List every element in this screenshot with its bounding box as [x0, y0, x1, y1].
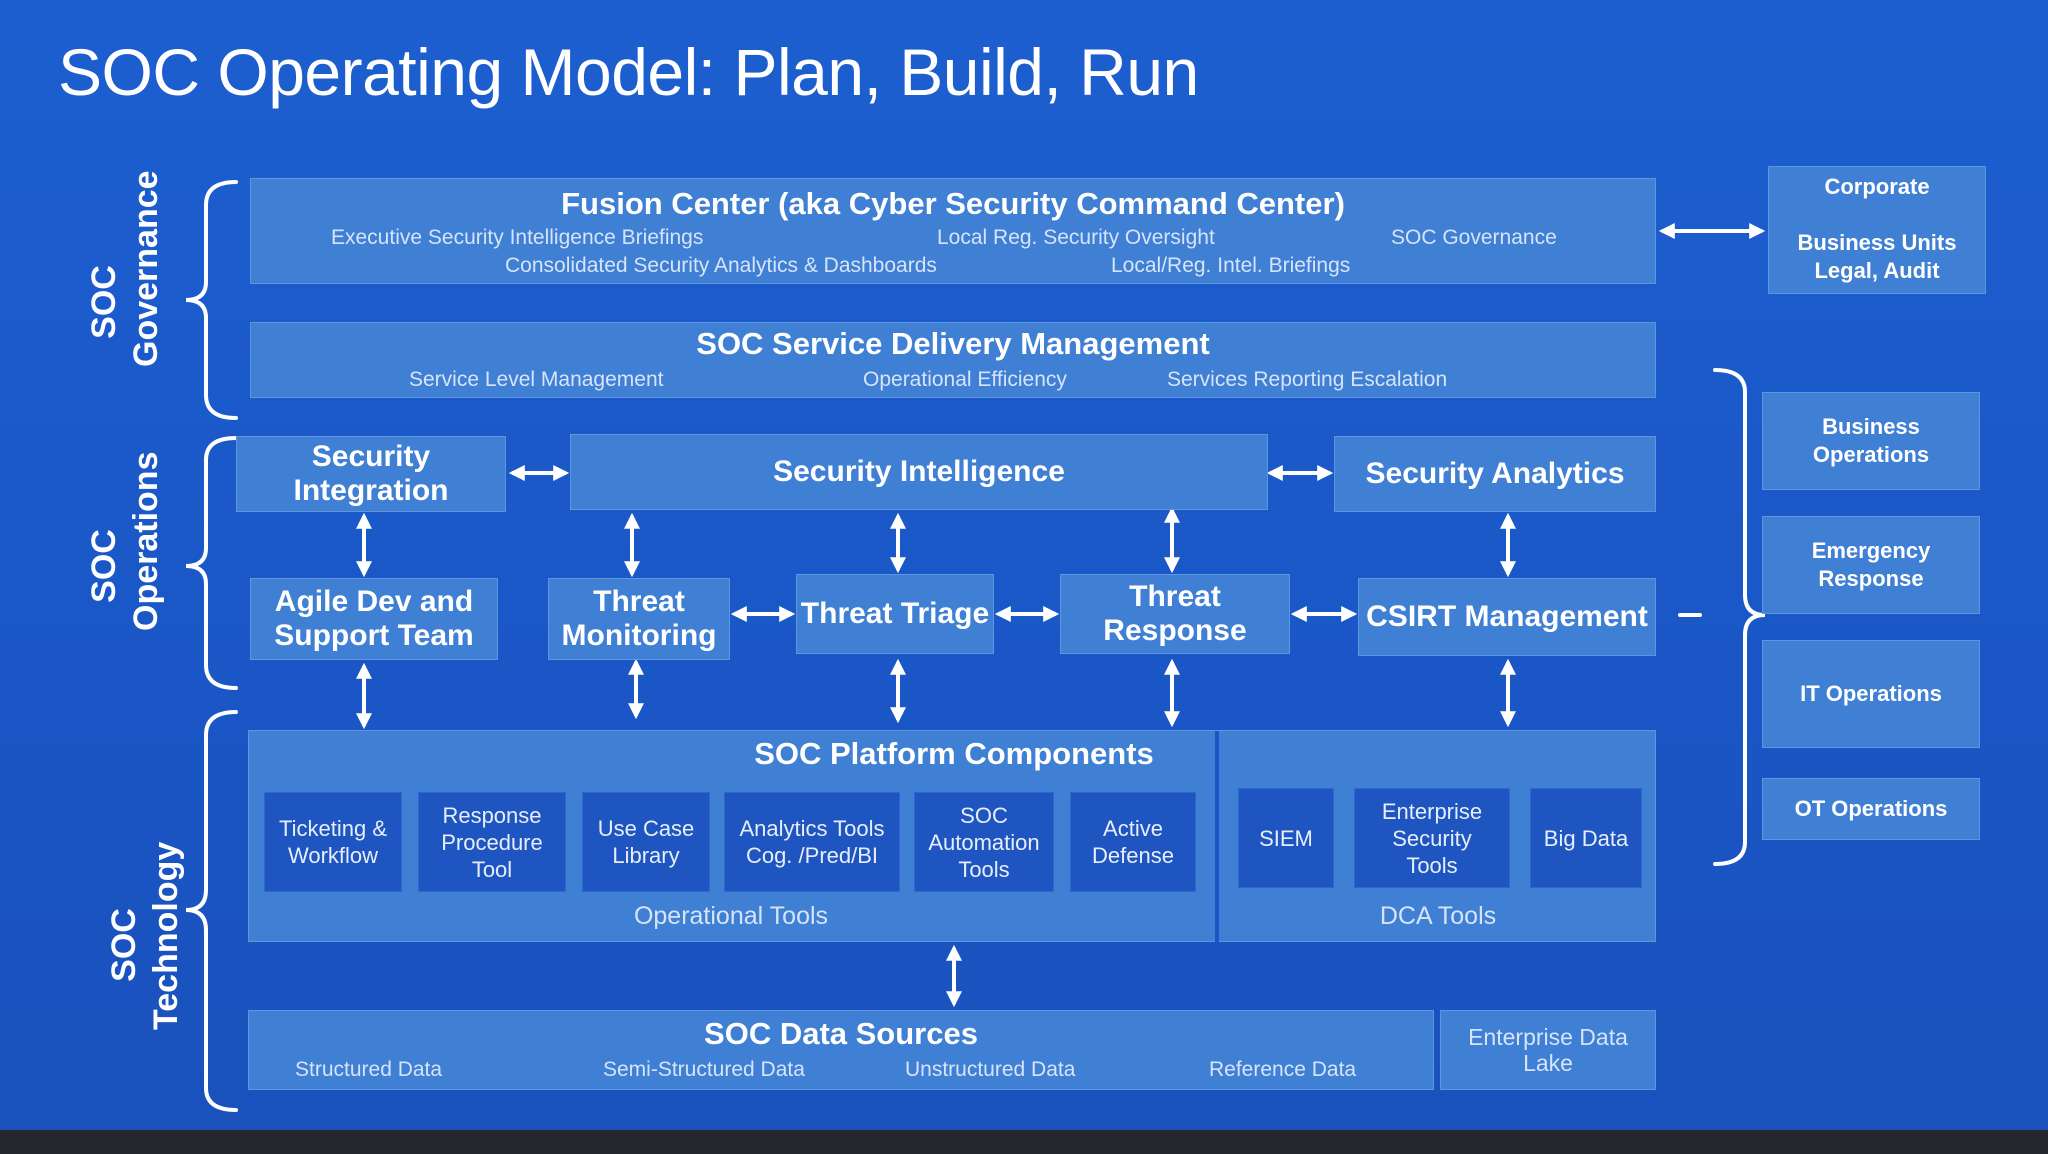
data-sources-box: SOC Data Sources Structured Data Semi-St… [248, 1010, 1434, 1090]
threat-monitoring-box: Threat Monitoring [548, 578, 730, 660]
projector-bottom-edge [0, 1130, 2048, 1154]
operational-tools-label: Operational Tools [633, 902, 829, 930]
data-source-item: Structured Data [295, 1058, 443, 1081]
tool-soc-automation: SOC Automation Tools [914, 792, 1054, 892]
tool-ticketing: Ticketing & Workflow [264, 792, 402, 892]
fusion-item: Local/Reg. Intel. Briefings [1111, 254, 1351, 277]
threat-response-box: Threat Response [1060, 574, 1290, 654]
right-it-operations: IT Operations [1762, 640, 1980, 748]
dca-tools-label: DCA Tools [1379, 902, 1497, 930]
service-delivery-title: SOC Service Delivery Management [696, 326, 1210, 361]
side-label-operations: SOC Operations [85, 451, 165, 631]
fusion-item: SOC Governance [1391, 226, 1557, 249]
tool-use-case-library: Use Case Library [582, 792, 710, 892]
data-source-item: Unstructured Data [905, 1058, 1076, 1081]
page-title: SOC Operating Model: Plan, Build, Run [58, 35, 1199, 109]
csirt-management-box: CSIRT Management [1358, 578, 1656, 656]
side-label-technology: SOC Technology [105, 841, 185, 1030]
side-label-governance: SOC Governance [85, 170, 165, 367]
tool-response-procedure: Response Procedure Tool [418, 792, 566, 892]
tool-siem: SIEM [1238, 788, 1334, 888]
service-delivery-box: SOC Service Delivery Management Service … [250, 322, 1656, 398]
platform-title: SOC Platform Components [754, 736, 1154, 771]
tool-analytics: Analytics Tools Cog. /Pred/BI [724, 792, 900, 892]
corporate-box: Corporate Business Units Legal, Audit [1768, 166, 1986, 294]
fusion-center-box: Fusion Center (aka Cyber Security Comman… [250, 178, 1656, 284]
fusion-item: Executive Security Intelligence Briefing… [331, 226, 704, 249]
tool-big-data: Big Data [1530, 788, 1642, 888]
tool-enterprise-security: Enterprise Security Tools [1354, 788, 1510, 888]
platform-divider [1215, 731, 1219, 943]
security-integration-box: Security Integration [236, 436, 506, 512]
corporate-title: Corporate [1824, 174, 1930, 199]
governance-bracket [185, 180, 238, 420]
security-intelligence-box: Security Intelligence [570, 434, 1268, 510]
fusion-item: Local Reg. Security Oversight [937, 226, 1215, 249]
service-item: Operational Efficiency [863, 368, 1067, 391]
right-emergency-response: Emergency Response [1762, 516, 1980, 614]
tool-active-defense: Active Defense [1070, 792, 1196, 892]
corporate-line: Legal, Audit [1814, 258, 1940, 283]
operations-bracket [185, 436, 238, 690]
right-bracket [1713, 368, 1766, 866]
right-business-operations: Business Operations [1762, 392, 1980, 490]
slide: SOC Operating Model: Plan, Build, Run [0, 0, 2048, 1130]
security-analytics-box: Security Analytics [1334, 436, 1656, 512]
agile-dev-box: Agile Dev and Support Team [250, 578, 498, 660]
fusion-item: Consolidated Security Analytics & Dashbo… [505, 254, 937, 277]
corporate-line: Business Units [1797, 230, 1957, 255]
threat-triage-box: Threat Triage [796, 574, 994, 654]
fusion-center-title: Fusion Center (aka Cyber Security Comman… [561, 186, 1345, 221]
technology-bracket [185, 710, 238, 1112]
service-item: Services Reporting Escalation [1167, 368, 1448, 391]
data-source-item: Reference Data [1209, 1058, 1357, 1081]
enterprise-data-lake-box: Enterprise Data Lake [1440, 1010, 1656, 1090]
data-sources-title: SOC Data Sources [704, 1016, 978, 1051]
connector-layer [185, 180, 1766, 1112]
data-source-item: Semi-Structured Data [603, 1058, 805, 1081]
right-ot-operations: OT Operations [1762, 778, 1980, 840]
service-item: Service Level Management [409, 368, 664, 391]
